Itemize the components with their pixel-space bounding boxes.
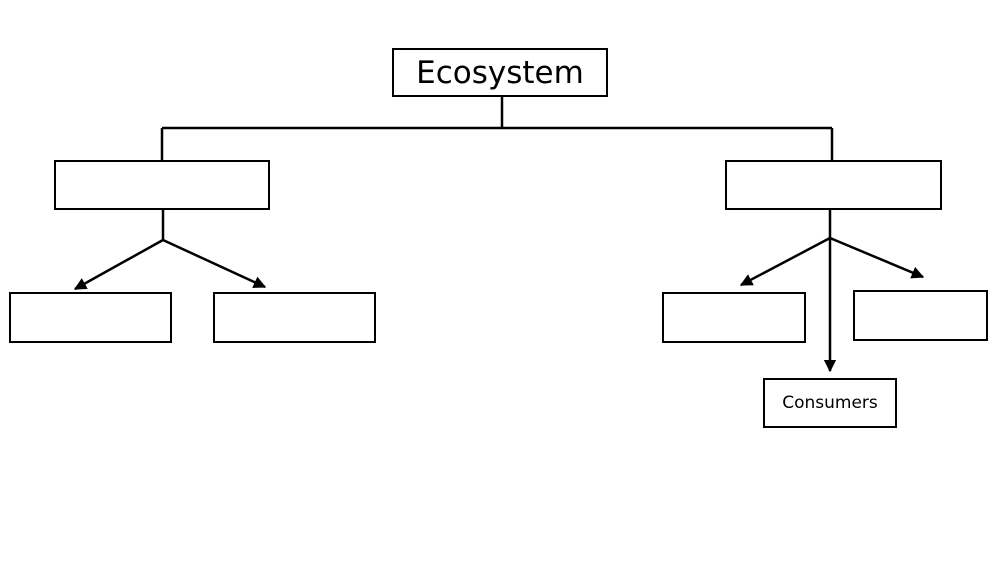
left-branch-connector	[73, 210, 267, 291]
left-subcategory-2-box	[213, 292, 376, 343]
arrow-to-right-left	[739, 236, 831, 287]
ecosystem-box: Ecosystem	[392, 48, 608, 97]
arrow-to-right-right	[829, 236, 925, 279]
arrow-to-left-left	[73, 238, 164, 291]
ecosystem-label: Ecosystem	[416, 54, 584, 91]
left-category-box	[54, 160, 270, 210]
right-subcategory-1-box	[662, 292, 806, 343]
right-category-box	[725, 160, 942, 210]
right-subcategory-3-box	[853, 290, 988, 341]
arrow-to-left-right	[162, 238, 267, 289]
left-subcategory-1-box	[9, 292, 172, 343]
consumers-label: Consumers	[782, 393, 878, 413]
consumers-box: Consumers	[763, 378, 897, 428]
root-connector	[160, 97, 834, 160]
right-branch-connector	[739, 210, 925, 373]
